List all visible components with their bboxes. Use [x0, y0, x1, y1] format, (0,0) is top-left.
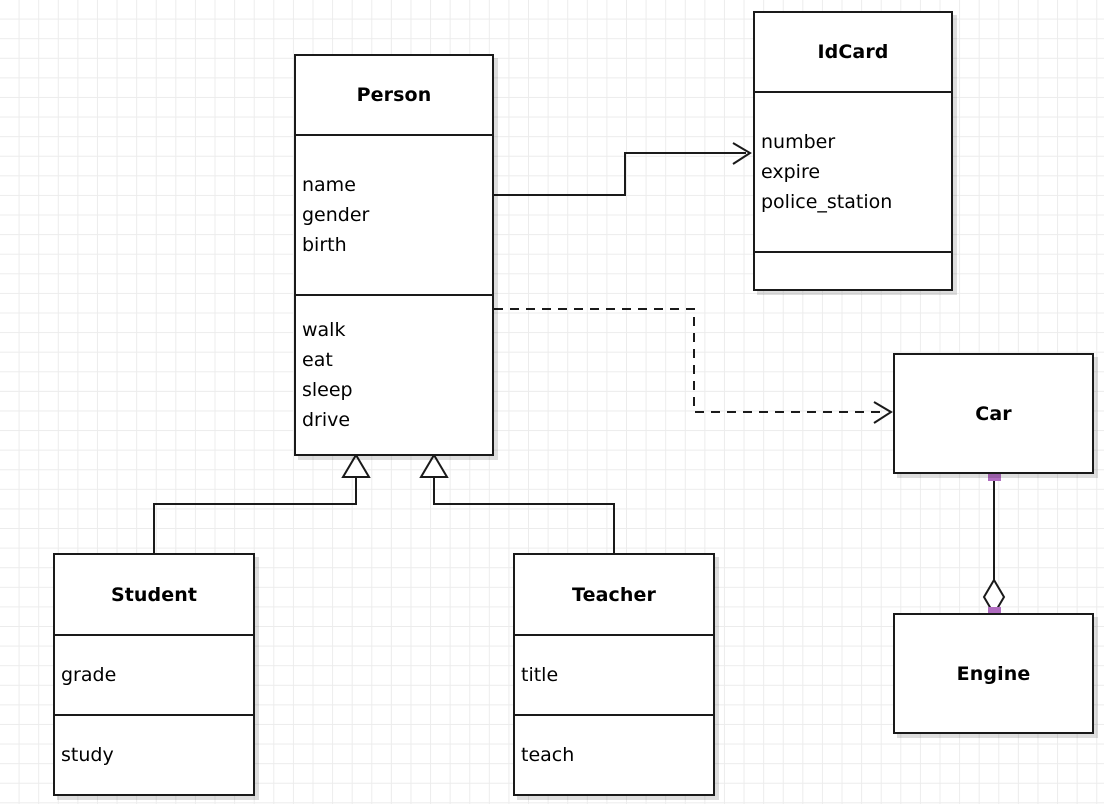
teacher-attribute: title	[521, 664, 559, 686]
class-box-teacher[interactable]: Teacher title teach	[513, 553, 715, 796]
student-attributes-compartment: grade	[55, 634, 253, 714]
person-operations-compartment: walk eat sleep drive	[296, 294, 492, 454]
class-box-car[interactable]: Car	[893, 353, 1094, 474]
idcard-operations-compartment	[755, 251, 951, 289]
car-class-name: Car	[975, 402, 1012, 425]
person-operation: walk	[302, 319, 346, 341]
person-attribute: birth	[302, 234, 347, 256]
class-box-student[interactable]: Student grade study	[53, 553, 255, 796]
edge-car-engine[interactable]	[982, 468, 1006, 620]
edge-person-idcard[interactable]	[494, 142, 752, 196]
edge-student-person[interactable]	[153, 453, 371, 553]
teacher-title-compartment: Teacher	[515, 555, 713, 634]
idcard-attributes-compartment: number expire police_station	[755, 91, 951, 251]
teacher-class-name: Teacher	[572, 583, 656, 606]
idcard-class-name: IdCard	[817, 41, 889, 63]
teacher-operations-compartment: teach	[515, 714, 713, 794]
student-attribute: grade	[61, 664, 117, 686]
class-box-idcard[interactable]: IdCard number expire police_station	[753, 11, 953, 291]
person-attribute: name	[302, 174, 356, 196]
student-operation: study	[61, 744, 114, 766]
person-title-compartment: Person	[296, 56, 492, 134]
engine-class-name: Engine	[956, 662, 1031, 685]
idcard-attribute: expire	[761, 161, 821, 183]
engine-title-compartment: Engine	[895, 615, 1092, 732]
edge-person-car[interactable]	[494, 308, 893, 424]
student-title-compartment: Student	[55, 555, 253, 634]
student-class-name: Student	[110, 583, 198, 606]
idcard-attribute: police_station	[761, 191, 893, 213]
teacher-attributes-compartment: title	[515, 634, 713, 714]
person-operation: drive	[302, 409, 351, 431]
idcard-title-compartment: IdCard	[755, 13, 951, 91]
person-operation: sleep	[302, 379, 353, 401]
idcard-attribute: number	[761, 131, 836, 153]
edge-teacher-person[interactable]	[419, 453, 615, 553]
person-operation: eat	[302, 349, 333, 371]
class-box-person[interactable]: Person name gender birth walk eat sleep …	[294, 54, 494, 456]
class-box-engine[interactable]: Engine	[893, 613, 1094, 734]
person-class-name: Person	[356, 84, 432, 106]
car-title-compartment: Car	[895, 355, 1092, 472]
teacher-operation: teach	[521, 744, 575, 766]
student-operations-compartment: study	[55, 714, 253, 794]
person-attribute: gender	[302, 204, 370, 226]
person-attributes-compartment: name gender birth	[296, 134, 492, 294]
